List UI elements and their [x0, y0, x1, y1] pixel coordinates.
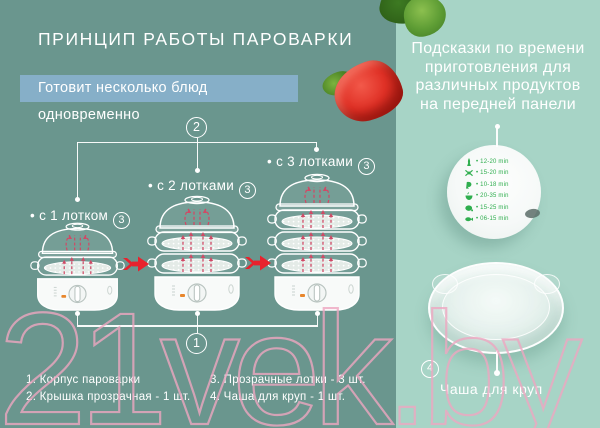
rice-bowl-icon: [465, 192, 473, 201]
chicken-icon: [465, 205, 473, 212]
grain-bowl-photo: [428, 262, 564, 354]
heading-line: на передней панели: [419, 95, 577, 113]
connector-line: [316, 313, 318, 325]
connector-dot: [194, 167, 200, 173]
arrow-right-icon: [123, 256, 149, 272]
variant-1-tray-label: • с 1 лотком 3: [30, 208, 131, 229]
heading-line: приготовления для: [424, 58, 572, 76]
bowl-inner-rim: [442, 274, 550, 340]
legend-item: 4. Чаша для круп - 1 шт.: [210, 391, 346, 403]
variant-1-tray-text: • с 1 лотком: [30, 208, 109, 223]
cook-times-list: • 12-20 min • 15-20 min • 10-18 min • 20…: [465, 156, 509, 225]
heading-line: Подсказки по времени: [411, 40, 585, 57]
steamer-3-trays-diagram: [267, 173, 367, 311]
asparagus-icon: [467, 157, 471, 166]
connector-dot: [74, 196, 80, 202]
connector-dot: [313, 146, 319, 152]
side-panel-heading: Подсказки по времени приготовления для р…: [396, 40, 600, 114]
connector-line: [315, 141, 317, 147]
shrimp-icon: [466, 181, 472, 189]
tomato-wedge: [327, 54, 409, 128]
callout-3-badge: 3: [239, 182, 257, 199]
variant-3-trays-label: • с 3 лотками 3: [267, 154, 376, 175]
callout-3-badge: 3: [113, 212, 131, 229]
connector-line: [196, 138, 198, 142]
callout-1-badge: 1: [186, 333, 207, 354]
banner-cooks-several-dishes: Готовит несколько блюд одновременно: [20, 75, 298, 123]
variant-2-trays-text: • с 2 лотками: [148, 178, 235, 193]
fish-icon: [465, 217, 473, 222]
connector-line: [196, 313, 198, 325]
cook-time-value: • 12-20 min: [476, 158, 509, 165]
pointer-line: [496, 128, 498, 147]
callout-3-badge: 3: [358, 158, 376, 175]
pointer-line: [496, 350, 498, 371]
cook-time-value: • 15-25 min: [476, 204, 509, 211]
tomato-photo: [319, 54, 409, 128]
cook-time-row: • 15-25 min: [465, 202, 509, 214]
legend-item: 2. Крышка прозрачная - 1 шт.: [26, 391, 191, 403]
cook-time-row: • 20-35 min: [465, 191, 509, 203]
cook-time-value: • 20-35 min: [476, 193, 509, 200]
page-title: ПРИНЦИП РАБОТЫ ПАРОВАРКИ: [38, 29, 354, 49]
connector-line: [196, 141, 198, 168]
cook-time-value: • 10-18 min: [476, 181, 509, 188]
heading-line: различных продуктов: [415, 77, 581, 94]
cook-time-row: • 10-18 min: [465, 179, 509, 191]
cook-time-value: • 06-15 min: [476, 216, 509, 223]
connector-line: [76, 141, 78, 197]
steamer-2-trays-diagram: [147, 195, 247, 311]
pointer-dot: [494, 123, 500, 129]
crab-icon: [465, 170, 473, 177]
working-principle-panel: ПРИНЦИП РАБОТЫ ПАРОВАРКИ Готовит несколь…: [20, 29, 376, 403]
connector-line: [76, 313, 78, 325]
legend-item: 1. Корпус пароварки: [26, 374, 141, 386]
cook-time-row: • 06-15 min: [465, 214, 509, 226]
steamer-1-tray-diagram: [30, 222, 125, 311]
cook-time-row: • 15-20 min: [465, 168, 509, 180]
legend-item: 3. Прозрачные лотки - 3 шт.: [210, 374, 366, 386]
cook-time-value: • 15-20 min: [476, 170, 509, 177]
connector-line: [196, 325, 198, 333]
grain-bowl-label: Чаша для круп: [440, 381, 543, 397]
variant-2-trays-label: • с 2 лотками 3: [148, 178, 257, 199]
variant-3-trays-text: • с 3 лотками: [267, 154, 354, 169]
cook-time-row: • 12-20 min: [465, 156, 509, 168]
broccoli-photo: [376, 0, 450, 42]
arrow-right-icon: [245, 255, 271, 271]
front-panel-closeup: • 12-20 min • 15-20 min • 10-18 min • 20…: [447, 145, 541, 239]
broccoli-floret: [400, 0, 450, 40]
pointer-dot: [493, 370, 500, 376]
callout-4-badge: 4: [421, 360, 439, 378]
callout-2-badge: 2: [186, 117, 207, 138]
